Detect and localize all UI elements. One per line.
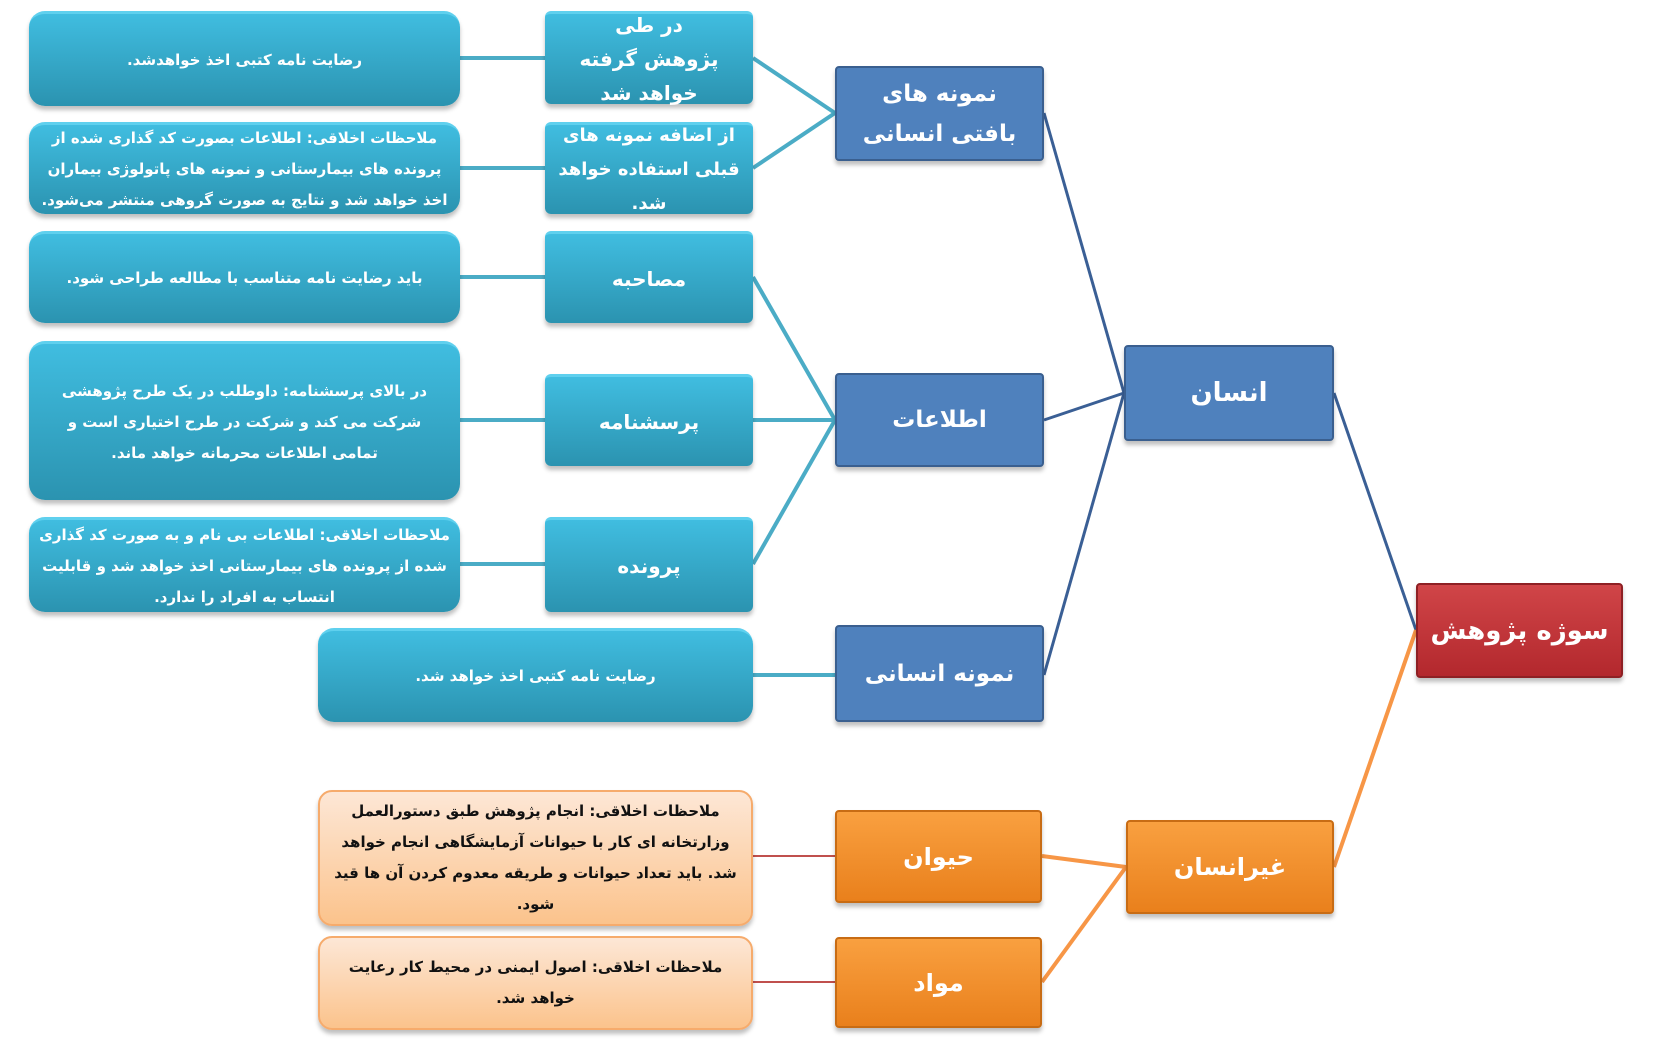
note-questionnaire: در بالای پرسشنامه: داوطلب در یک طرح پژوه… — [29, 341, 460, 500]
connector — [751, 111, 837, 170]
node-research-subject: سوژه پژوهش — [1416, 583, 1623, 678]
note-animal: ملاحظات اخلاقی: انجام پژوهش طبق دستورالع… — [318, 790, 753, 926]
node-during-research: در طی پژوهش گرفته خواهد شد — [545, 11, 753, 105]
node-material: مواد — [835, 937, 1042, 1028]
node-human-sample: نمونه انسانی — [835, 625, 1044, 722]
node-human-tissue: نمونه های بافتی انسانی — [835, 66, 1044, 161]
connector — [751, 419, 837, 565]
note-prior-samples: ملاحظات اخلاقی: اطلاعات بصورت کد گذاری ش… — [29, 122, 460, 214]
connector — [1332, 392, 1418, 631]
node-human: انسان — [1124, 345, 1334, 441]
note-interview: باید رضایت نامه متناسب با مطالعه طراحی ش… — [29, 231, 460, 323]
node-non-human: غیرانسان — [1126, 820, 1334, 914]
node-prior-samples: از اضافه نمونه های قبلی استفاده خواهد شد… — [545, 122, 753, 214]
note-written-consent-tissue: رضایت نامه کتبی اخذ خواهدشد. — [29, 11, 460, 106]
node-interview: مصاحبه — [545, 231, 753, 323]
connector — [1043, 391, 1125, 422]
connector — [751, 276, 837, 421]
connector — [1332, 629, 1418, 868]
node-animal: حیوان — [835, 810, 1042, 903]
connector — [1042, 112, 1126, 394]
connector — [1042, 392, 1126, 676]
note-human-sample: رضایت نامه کتبی اخذ خواهد شد. — [318, 628, 753, 722]
node-questionnaire: پرسشنامه — [545, 374, 753, 466]
node-information: اطلاعات — [835, 373, 1044, 467]
note-material: ملاحظات اخلاقی: اصول ایمنی در محیط کار ر… — [318, 936, 753, 1030]
connector — [1040, 865, 1128, 984]
connector — [751, 56, 837, 115]
node-records: پرونده — [545, 517, 753, 612]
note-records: ملاحظات اخلاقی: اطلاعات بی نام و به صورت… — [29, 517, 460, 612]
connector — [1041, 854, 1127, 869]
